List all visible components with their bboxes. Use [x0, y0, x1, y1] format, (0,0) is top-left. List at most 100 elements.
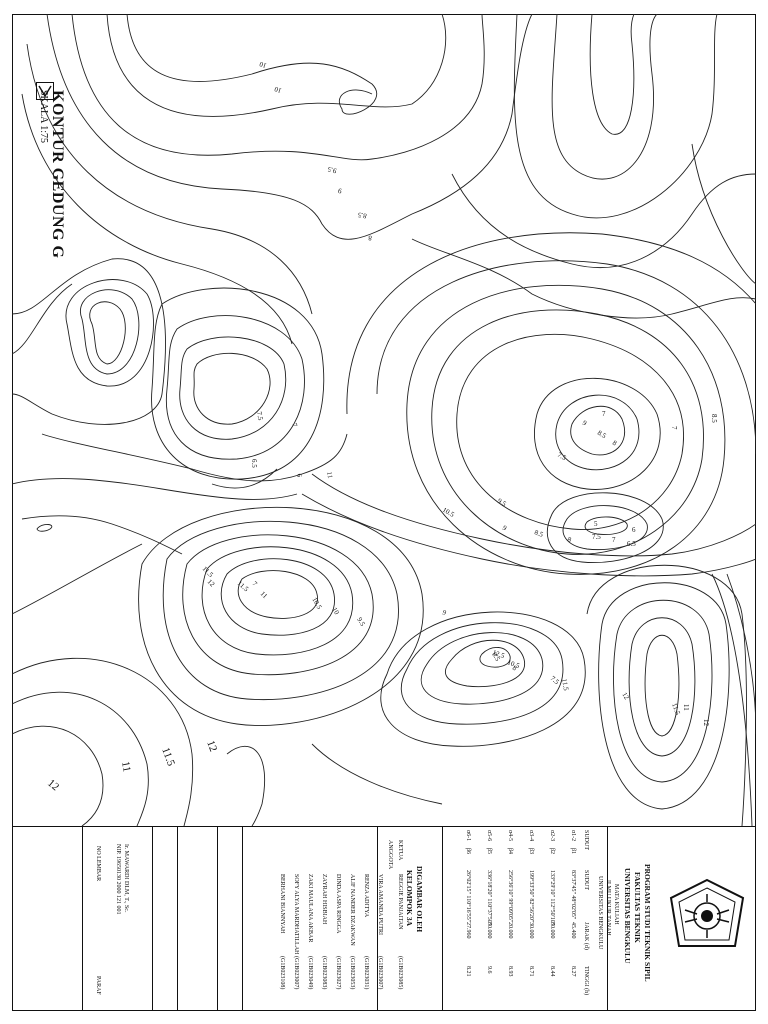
contour-label: 10 — [258, 60, 268, 70]
contour-line — [401, 622, 564, 725]
titleblock-column-line — [442, 826, 443, 1011]
contour-line — [613, 599, 713, 783]
contour-line — [12, 657, 194, 826]
contour-line — [301, 493, 756, 577]
table-cell-station: α4-5 — [507, 830, 513, 842]
contour-line — [444, 639, 525, 688]
leader-id: (G1B023085) — [397, 956, 403, 990]
contour-line — [406, 284, 726, 575]
member-id: (G1B023053) — [349, 956, 355, 990]
contour-label: 12 — [206, 578, 217, 589]
table-cell-angle: β3 — [528, 848, 534, 855]
table-cell-sudut: 83°37'45" 48°02'05" — [570, 870, 576, 920]
contour-line — [586, 564, 747, 826]
table-cell-sudut: 336°18'20" 110°37'50" — [486, 870, 492, 926]
institution-line-2: FAKULTAS TEKNIK — [633, 872, 642, 943]
table-cell-tinggi: 8.71 — [528, 966, 534, 977]
leader-name: REGGIE PANJAITAN — [397, 874, 403, 930]
title-block: NO LEMBAR PARAF Ir. MAWARDI DLM, T., Sc.… — [12, 826, 756, 1011]
contour-line — [311, 473, 756, 557]
contour-label: 7 — [290, 422, 299, 428]
table-cell-jarak: 45.400 — [570, 922, 576, 939]
contour-label: 10 — [273, 85, 283, 95]
contour-label: 10.5 — [441, 506, 456, 519]
contour-line — [211, 468, 278, 489]
map-title: KONTUR GEDUNG G — [49, 90, 66, 259]
titleblock-column-line — [82, 826, 83, 1011]
contour-label: 10.5 — [310, 596, 323, 611]
table-cell-tinggi: 8.27 — [570, 966, 576, 977]
contour-line — [165, 315, 305, 460]
table-cell-jarak: 30.000 — [549, 922, 555, 939]
member-id: (G1B023007) — [293, 956, 299, 990]
contour-label: 12 — [620, 691, 631, 701]
member-name: ZAYRAH HISBIAH — [321, 874, 327, 925]
member-name: SOFY ALYA MARDHATILLAH — [293, 874, 299, 955]
table-cell-jarak: 30.000 — [528, 922, 534, 939]
table-cell-tinggi: 8.93 — [507, 966, 513, 977]
contour-label: 8 — [566, 535, 572, 544]
contour-label: 7.5 — [556, 451, 568, 463]
contour-line — [451, 173, 756, 269]
table-cell-sudut: 26°02'15" 110°16'55" — [465, 870, 471, 923]
table-cell-tinggi: 8.21 — [465, 966, 471, 977]
contour-line — [201, 546, 354, 656]
contour-line — [598, 582, 730, 810]
contour-line — [65, 279, 154, 387]
contour-line — [584, 516, 628, 535]
contour-label: 7 — [251, 580, 259, 588]
contour-label: 8 — [511, 664, 518, 673]
contour-label: 7.5 — [549, 674, 561, 686]
contour-line — [555, 394, 640, 471]
member-id: (G1B023049) — [307, 956, 313, 990]
member-id: (G1B023108) — [279, 956, 285, 990]
member-id: (G1B023031) — [363, 956, 369, 990]
contour-label: 6.5 — [627, 540, 636, 548]
table-cell-angle: β1 — [570, 848, 576, 855]
contour-label: 11.5 — [670, 702, 682, 716]
table-cell-angle: β4 — [507, 848, 513, 855]
member-name: DINDA ASPA RINGGA — [335, 874, 341, 934]
contour-label-major: 11.5 — [159, 746, 177, 768]
titleblock-column-line — [607, 826, 608, 1011]
north-arrow-icon — [36, 82, 54, 100]
contour-label: 10.5 — [506, 658, 521, 670]
contour-line — [162, 520, 399, 701]
contour-line — [12, 543, 143, 615]
contour-label: 6 — [632, 526, 636, 534]
contour-line — [479, 647, 511, 668]
contour-line — [46, 14, 533, 240]
contour-line — [193, 352, 271, 425]
contour-label: 8.5 — [533, 528, 544, 539]
contour-line — [311, 743, 443, 805]
contour-label-major: 12 — [204, 739, 219, 753]
table-cell-angle: β5 — [486, 848, 492, 855]
titleblock-column-line — [377, 826, 378, 1011]
table-cell-jarak: 30.000 — [486, 922, 492, 939]
contour-label: 11 — [325, 471, 334, 480]
contour-line — [513, 14, 718, 219]
table-cell-angle: β6 — [465, 848, 471, 855]
contour-label: 8.5 — [710, 414, 718, 423]
contour-line — [237, 570, 318, 619]
contour-line — [456, 333, 684, 530]
contour-line — [89, 301, 126, 365]
table-cell-station: α1-2 — [570, 830, 576, 842]
course-name: ILMU UKUR TANAH — [605, 880, 611, 936]
contour-label: 11.5 — [201, 565, 215, 579]
member-name: ZAKI MAULANA AKBAR — [307, 874, 313, 943]
contour-line — [41, 433, 348, 482]
lecturer-nip: NIP. 19650130 2000 121 001 — [115, 844, 121, 915]
titleblock-column-line — [152, 826, 153, 1011]
contour-line — [138, 506, 424, 726]
contour-label: 10 — [330, 606, 341, 616]
table-cell-station: α2-3 — [549, 830, 555, 842]
table-cell-station: α5-6 — [486, 830, 492, 842]
table-cell-station: α3-4 — [528, 830, 534, 842]
titleblock-divider — [12, 826, 756, 827]
table-cell-angle: β2 — [549, 848, 555, 855]
contour-label-major: 12 — [45, 777, 61, 793]
table-cell-tinggi: 8.44 — [549, 966, 555, 977]
